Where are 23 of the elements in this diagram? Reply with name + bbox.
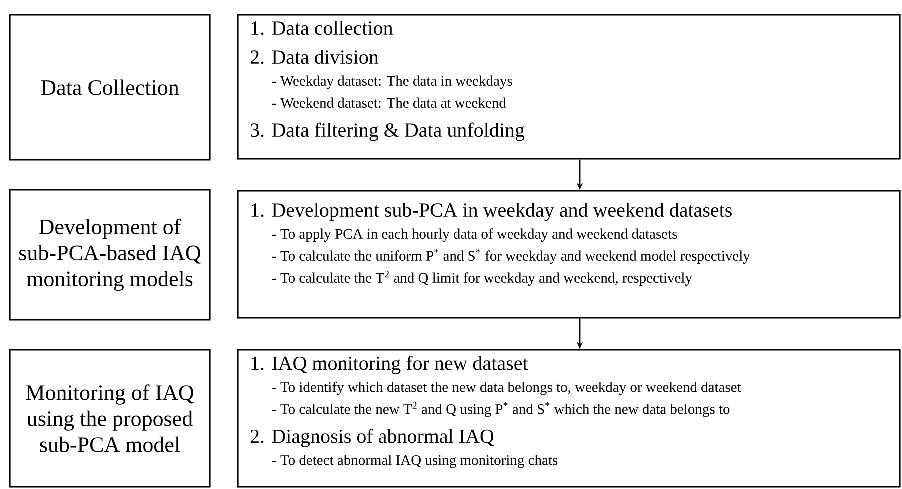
step-detail: - To identify which dataset the new data belongs to, weekday or weekend dataset [272, 382, 742, 396]
step-list-box [237, 349, 901, 488]
step-detail: - To calculate the T$^{2}$ and Q limit for weekday and weekend, respectively [272, 270, 692, 286]
step-list-box [237, 14, 901, 160]
step-heading: 3. Data filtering & Data unfolding [250, 122, 525, 142]
step-detail: - Weekday dataset: The data in weekdays [272, 76, 512, 89]
step-list-box [237, 190, 901, 319]
stage-box [9, 189, 211, 321]
stage-label: Development of sub-PCA-based IAQ monitoring models [20, 218, 201, 292]
step-heading: 1. Data collection [252, 21, 393, 36]
step-detail: - To apply PCA in each hourly data of weekday and weekend datasets [272, 228, 678, 242]
step-heading: 1. IAQ monitoring for new dataset [252, 356, 528, 374]
stage-box [9, 349, 211, 488]
step-detail: - To calculate the new T$^{2}$ and Q using P$^{*}$ and S$^{*}$ which the new data belongs to [272, 402, 730, 418]
step-heading: 2. Diagnosis of abnormal IAQ [250, 429, 494, 448]
stage-box [9, 14, 211, 161]
step-detail: - To detect abnormal IAQ using monitoring chats [272, 455, 558, 468]
stage-label: Data Collection [41, 80, 180, 96]
step-heading: 1. Development sub-PCA in weekday and weekend datasets [252, 203, 732, 222]
step-heading: 2. Data division [250, 50, 379, 64]
step-detail: - To calculate the uniform P$^{*}$ and S$^{*}$ for weekday and weekend model respectively [272, 249, 750, 264]
stage-label: Monitoring of IAQ using the proposed sub-PCA model [26, 384, 194, 452]
step-detail: - Weekend dataset: The data at weekend [272, 98, 506, 108]
